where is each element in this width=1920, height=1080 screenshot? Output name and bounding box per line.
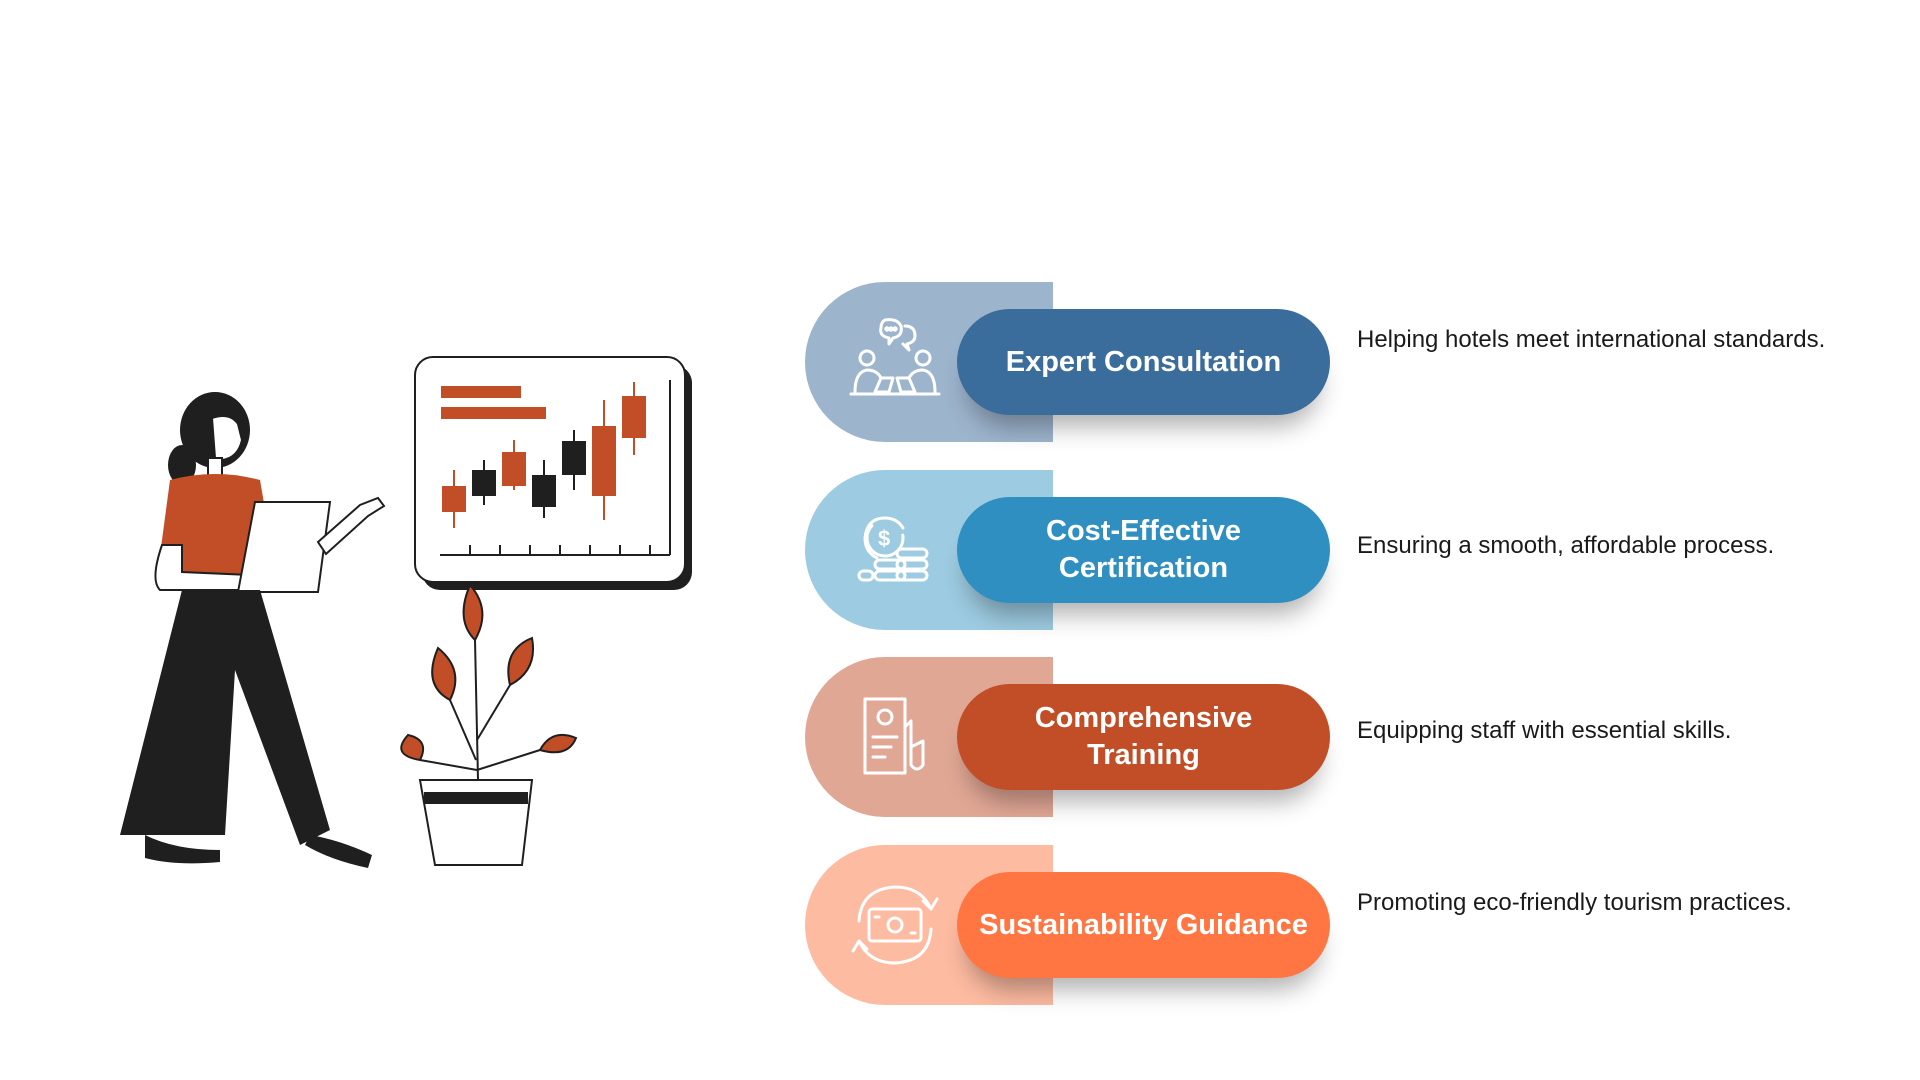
certificate-icon [863,697,925,775]
step-2-title: Cost-Effective Certification [957,497,1330,603]
presenter-illustration [120,356,692,868]
step-2-description: Ensuring a smooth, affordable process. [1357,532,1775,559]
step-row-1: Expert Consultation Helping hotels meet … [805,282,1855,442]
step-1-title: Expert Consultation [957,309,1330,415]
step-3-title: Comprehensive Training [957,684,1330,790]
eco-cash-cycle-icon [851,885,939,965]
step-row-4: Sustainability Guidance Promoting eco-fr… [805,845,1855,1005]
step-row-2: $ Cost-Effective Certification Ensuring … [805,470,1855,630]
svg-text:$: $ [878,526,890,551]
step-4-title: Sustainability Guidance [957,872,1330,978]
step-1-description: Helping hotels meet international standa… [1357,326,1826,353]
step-3-description: Equipping staff with essential skills. [1357,717,1732,744]
chart-board-icon [414,356,692,590]
potted-plant-icon [400,583,578,866]
step-4-description: Promoting eco-friendly tourism practices… [1357,889,1792,916]
consultation-icon [849,318,941,396]
step-row-3: Comprehensive Training Equipping staff w… [805,657,1855,817]
coins-icon: $ [857,516,929,582]
woman-figure [120,392,386,868]
